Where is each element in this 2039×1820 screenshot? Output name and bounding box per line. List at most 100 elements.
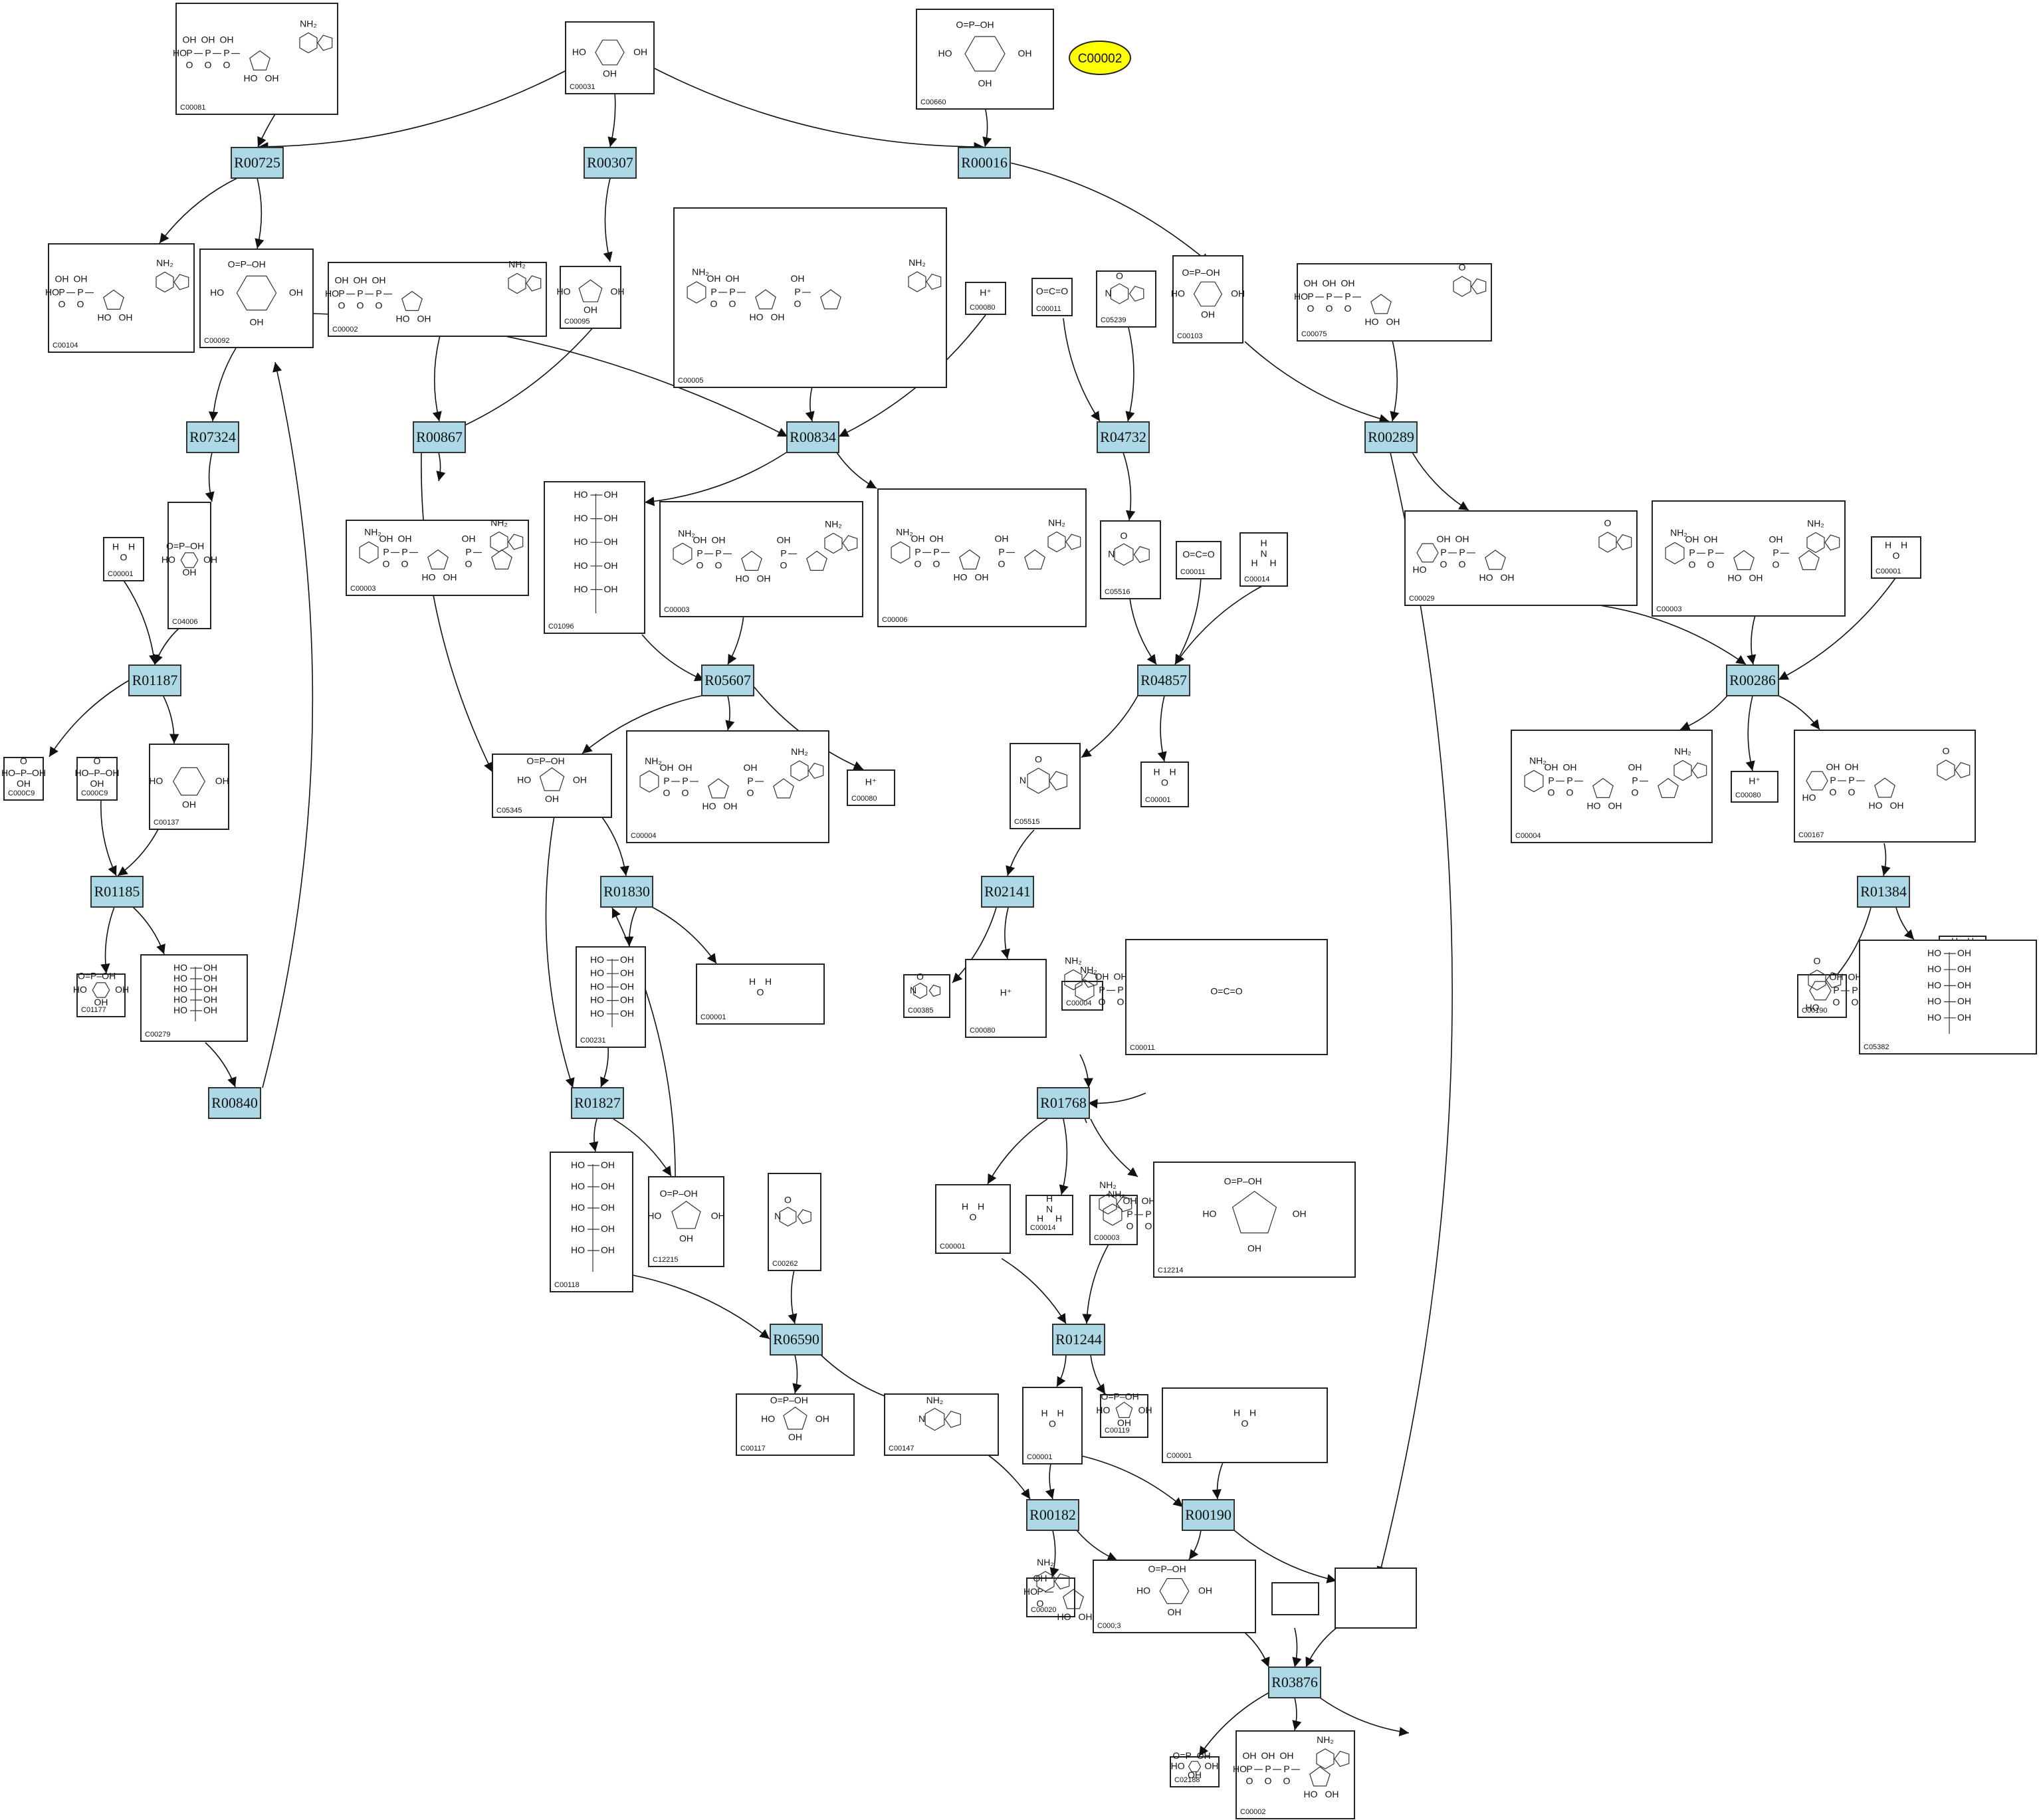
- compound-node[interactable]: [1335, 1567, 1417, 1629]
- reaction-node[interactable]: R00286: [1726, 664, 1779, 696]
- svg-text:OH: OH: [660, 762, 674, 773]
- compound-node[interactable]: H⁺C00080: [847, 769, 895, 806]
- compound-box: [1026, 1577, 1075, 1617]
- compound-node[interactable]: [1271, 1582, 1319, 1615]
- highlight-node[interactable]: C00002: [1069, 41, 1131, 75]
- reaction-node[interactable]: R00016: [958, 147, 1011, 179]
- reaction-node[interactable]: R00190: [1182, 1499, 1235, 1531]
- reaction-edge: [651, 906, 717, 964]
- compound-node[interactable]: NH₂OHPOOHPOHOOHNH₂C00004: [1061, 956, 1173, 1021]
- reaction-edge: [1006, 829, 1035, 876]
- svg-text:HO: HO: [590, 967, 604, 978]
- reaction-node[interactable]: R00725: [231, 147, 284, 179]
- reaction-node[interactable]: R01384: [1857, 876, 1910, 908]
- compound-node[interactable]: H⁺C00080: [965, 282, 1006, 315]
- reaction-node[interactable]: R00182: [1026, 1499, 1079, 1531]
- reaction-node[interactable]: R04732: [1097, 421, 1150, 453]
- reaction-node[interactable]: R01187: [128, 664, 181, 696]
- svg-text:H: H: [1249, 1407, 1256, 1418]
- reaction-node[interactable]: R07324: [186, 421, 239, 453]
- reaction-node[interactable]: R05607: [701, 664, 754, 696]
- reaction-node[interactable]: R03876: [1268, 1667, 1321, 1698]
- reaction-node[interactable]: R02141: [981, 876, 1034, 908]
- reaction-node[interactable]: R00840: [208, 1087, 261, 1119]
- reaction-node[interactable]: R01827: [571, 1087, 624, 1119]
- reaction-node[interactable]: R01830: [600, 876, 653, 908]
- reaction-node[interactable]: R00307: [584, 147, 637, 179]
- svg-text:O=C=O: O=C=O: [1182, 549, 1214, 559]
- svg-text:OH: OH: [265, 73, 279, 84]
- compound-node[interactable]: NH₂OHPOOHPOHOOHNH₂C00003: [1089, 1179, 1201, 1245]
- reaction-node[interactable]: R04857: [1137, 664, 1190, 696]
- reaction-node[interactable]: R01768: [1037, 1087, 1090, 1119]
- svg-text:O: O: [1116, 270, 1123, 281]
- reaction-node[interactable]: R01244: [1052, 1324, 1105, 1356]
- reaction-node[interactable]: R01185: [90, 876, 144, 908]
- reaction-node[interactable]: R00834: [786, 421, 839, 453]
- reaction-node[interactable]: R00289: [1364, 421, 1418, 453]
- reaction-node[interactable]: R06590: [770, 1324, 823, 1356]
- svg-text:HO: HO: [173, 983, 187, 994]
- compound-node[interactable]: HOOHPOOHPOHOOHOC00190: [1797, 956, 1907, 1021]
- compound-node[interactable]: H⁺C00080: [965, 959, 1047, 1038]
- reaction-node[interactable]: R00867: [413, 421, 466, 453]
- compound-node[interactable]: H⁺C00080: [1731, 771, 1778, 803]
- svg-text:OH: OH: [1845, 761, 1859, 772]
